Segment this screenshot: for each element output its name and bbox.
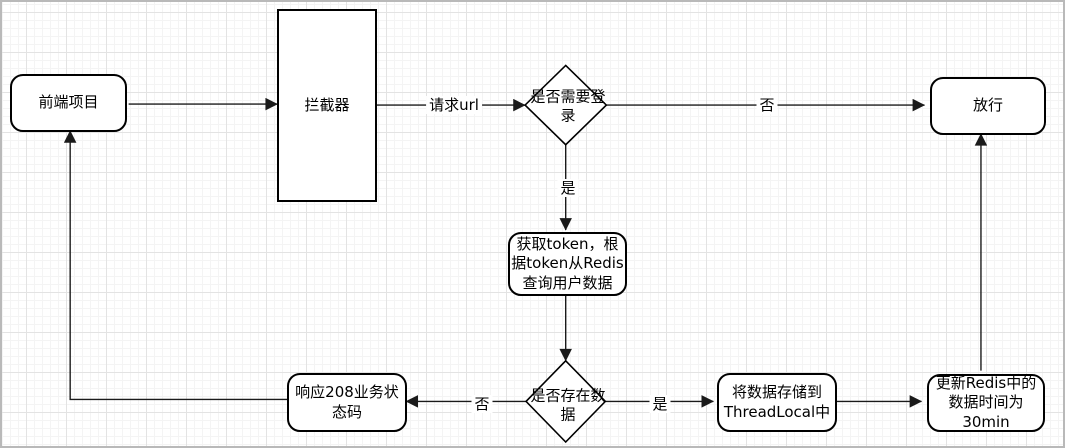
edge-label-no-bottom[interactable]: 否 bbox=[471, 395, 493, 413]
node-data-exists-label: 是否存在数据 bbox=[530, 386, 606, 423]
node-need-login-label: 是否需要登录 bbox=[530, 87, 606, 124]
node-pass[interactable]: 放行 bbox=[930, 77, 1046, 135]
node-get-token[interactable]: 获取token，根据token从Redis查询用户数据 bbox=[508, 232, 627, 296]
edge-label-no-top[interactable]: 否 bbox=[756, 96, 778, 114]
node-interceptor-label: 拦截器 bbox=[304, 95, 350, 114]
node-frontend-label: 前端项目 bbox=[38, 93, 99, 112]
edge-label-yes-middle[interactable]: 是 bbox=[557, 179, 579, 197]
node-interceptor[interactable]: 拦截器 bbox=[277, 9, 377, 202]
node-thread-local[interactable]: 将数据存储到ThreadLocal中 bbox=[717, 373, 837, 432]
node-respond-208[interactable]: 响应208业务状态码 bbox=[287, 373, 407, 432]
node-frontend[interactable]: 前端项目 bbox=[10, 74, 127, 132]
node-respond-208-label: 响应208业务状态码 bbox=[295, 383, 399, 421]
node-update-redis-label: 更新Redis中的数据时间为30min bbox=[935, 373, 1037, 431]
node-update-redis[interactable]: 更新Redis中的数据时间为30min bbox=[927, 374, 1045, 432]
node-pass-label: 放行 bbox=[972, 96, 1003, 115]
edge-respond-208-to-frontend[interactable] bbox=[63, 130, 288, 401]
node-thread-local-label: 将数据存储到ThreadLocal中 bbox=[723, 383, 831, 421]
edge-label-yes-bottom[interactable]: 是 bbox=[649, 395, 671, 413]
edge-label-request-url[interactable]: 请求url bbox=[426, 96, 482, 114]
node-get-token-label: 获取token，根据token从Redis查询用户数据 bbox=[511, 234, 624, 292]
